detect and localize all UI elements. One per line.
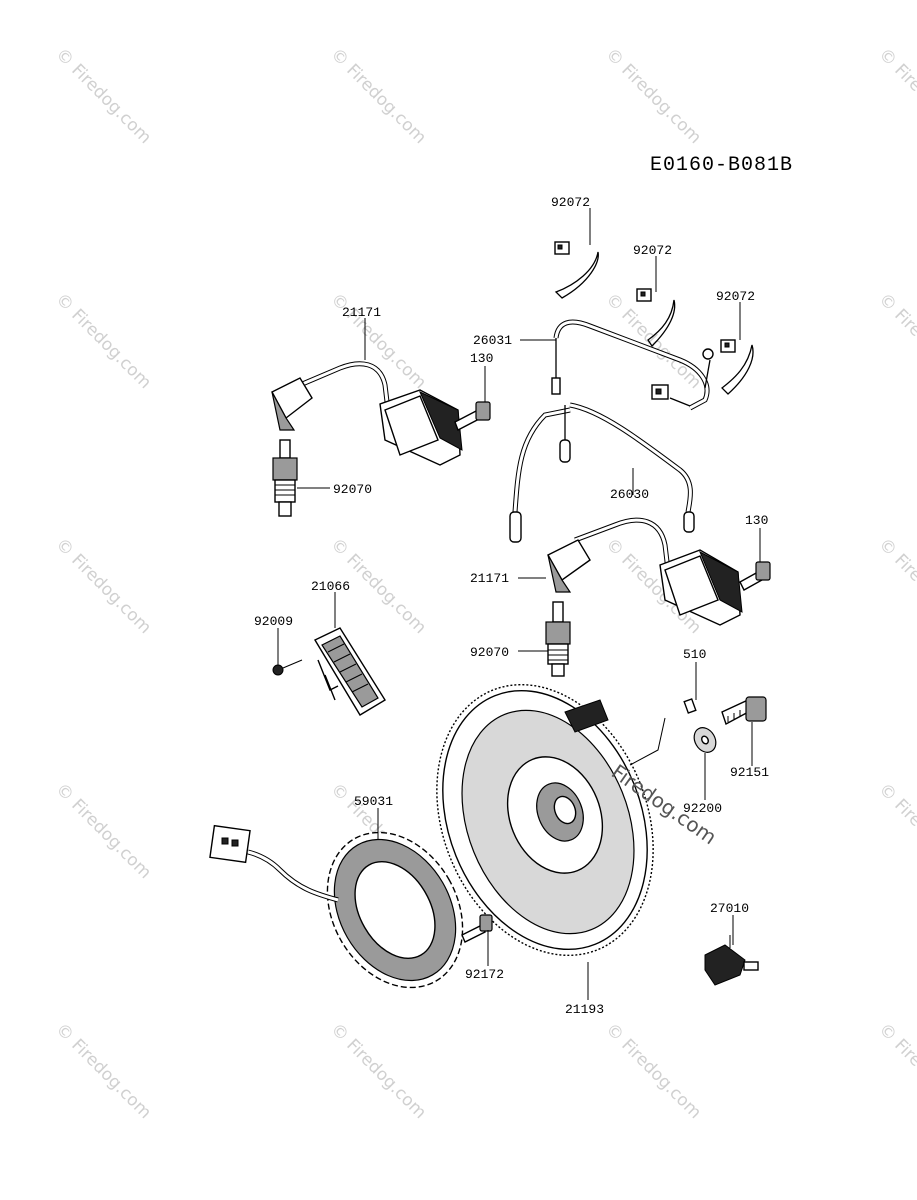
watermark: © Firedog.com xyxy=(51,44,155,148)
bolt-upper[interactable] xyxy=(454,401,491,431)
part-label[interactable]: 92072 xyxy=(551,195,590,210)
watermark: © Firedog.com xyxy=(601,44,705,148)
washer[interactable] xyxy=(690,724,720,757)
watermark: © Firedog.com xyxy=(601,1019,705,1123)
watermark: © Firedog.com xyxy=(601,289,705,393)
part-labels: 92072 92072 92072 21171 130 26031 92070 … xyxy=(254,195,769,1017)
watermark: © Firedog.com xyxy=(874,534,917,638)
part-label[interactable]: 92072 xyxy=(716,289,755,304)
spark-plug-lower[interactable] xyxy=(545,601,571,677)
part-label[interactable]: 21171 xyxy=(342,305,381,320)
part-label[interactable]: 21171 xyxy=(470,571,509,586)
watermark: © Firedog.com xyxy=(874,289,917,393)
cable-tie-1[interactable] xyxy=(554,241,599,299)
flywheel[interactable] xyxy=(398,652,692,988)
part-label[interactable]: 26031 xyxy=(473,333,512,348)
part-label[interactable]: 92200 xyxy=(683,801,722,816)
stator[interactable] xyxy=(209,808,490,1012)
regulator[interactable] xyxy=(314,627,386,716)
watermark: © Firedog.com xyxy=(51,534,155,638)
regulator-screw[interactable] xyxy=(272,659,303,676)
part-label[interactable]: 92009 xyxy=(254,614,293,629)
cable-tie-2[interactable] xyxy=(636,288,676,348)
ignition-coil-lower[interactable] xyxy=(547,517,743,626)
part-label[interactable]: 27010 xyxy=(710,901,749,916)
part-label[interactable]: 130 xyxy=(745,513,768,528)
part-label[interactable]: 59031 xyxy=(354,794,393,809)
watermark: © Firedog.com xyxy=(51,779,155,883)
watermark: © Firedog.com xyxy=(51,1019,155,1123)
part-label[interactable]: 92070 xyxy=(333,482,372,497)
watermark: © Firedog.com xyxy=(326,1019,430,1123)
pressure-switch[interactable] xyxy=(704,935,759,986)
part-label[interactable]: 26030 xyxy=(610,487,649,502)
watermark: © Firedog.com xyxy=(874,779,917,883)
part-label[interactable]: 92172 xyxy=(465,967,504,982)
bolt-lower[interactable] xyxy=(739,561,771,591)
part-label[interactable]: 130 xyxy=(470,351,493,366)
watermark: © Firedog.com xyxy=(51,289,155,393)
part-label[interactable]: 21066 xyxy=(311,579,350,594)
part-label[interactable]: 21193 xyxy=(565,1002,604,1017)
watermark: © Firedog.com xyxy=(874,44,917,148)
flywheel-bolt[interactable] xyxy=(721,696,767,726)
leader-lines xyxy=(277,208,761,1000)
part-label[interactable]: 92072 xyxy=(633,243,672,258)
spark-plug-upper[interactable] xyxy=(272,439,298,517)
stator-bolt[interactable] xyxy=(461,914,493,943)
part-label[interactable]: 510 xyxy=(683,647,706,662)
part-label[interactable]: 92151 xyxy=(730,765,769,780)
part-label[interactable]: 92070 xyxy=(470,645,509,660)
woodruff-key[interactable] xyxy=(683,698,697,714)
diagram-code: E0160-B081B xyxy=(650,154,793,177)
ignition-coil-upper[interactable] xyxy=(271,361,463,466)
watermark: © Firedog.com xyxy=(874,1019,917,1123)
cable-tie-3[interactable] xyxy=(720,339,754,395)
wire-harness-26031[interactable] xyxy=(551,319,714,411)
watermark: © Firedog.com xyxy=(326,44,430,148)
wire-harness-26030[interactable] xyxy=(509,402,695,543)
